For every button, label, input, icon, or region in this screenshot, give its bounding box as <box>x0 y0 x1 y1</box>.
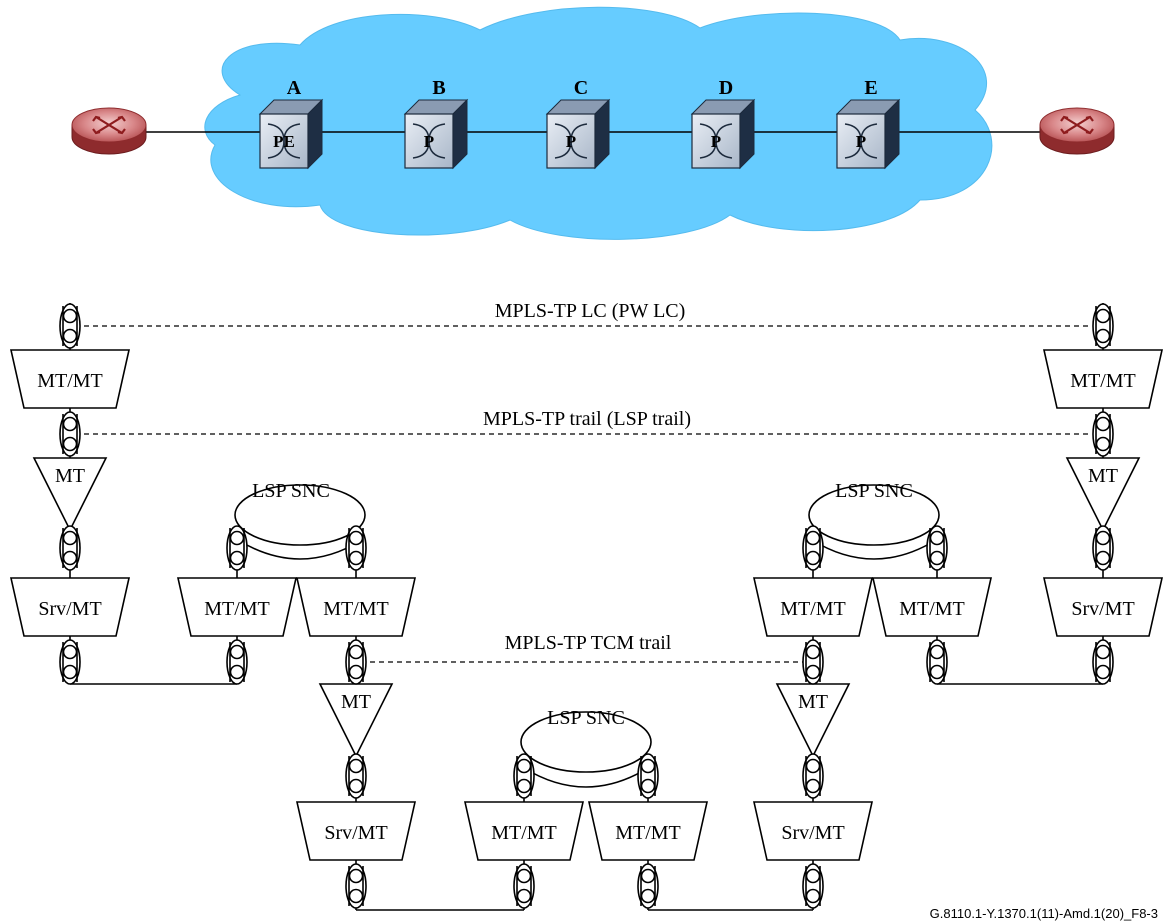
connection-point <box>637 863 659 909</box>
connection-point <box>802 639 824 685</box>
node-letter: C <box>574 77 588 99</box>
node-type: P <box>424 132 434 151</box>
connection-point <box>513 863 535 909</box>
node-letter: B <box>432 77 445 99</box>
lsp-snc-loop <box>808 484 940 546</box>
mt-mt-function: MT/MT <box>10 349 130 409</box>
function-label: MT/MT <box>37 370 103 392</box>
node-type: P <box>856 132 866 151</box>
lsp-snc-label: LSP SNC <box>252 480 330 502</box>
switch-icon <box>699 123 733 159</box>
node-cube-b: B P <box>403 77 469 170</box>
lsp-snc-loop <box>237 539 363 560</box>
mt-termination: MT <box>318 683 394 758</box>
connection-point <box>637 753 659 799</box>
router-arrows-icon <box>92 115 126 135</box>
figure-reference: G.8110.1-Y.1370.1(11)-Amd.1(20)_F8-3 <box>930 906 1158 921</box>
node-cube-d: D P <box>690 77 756 170</box>
function-label: MT/MT <box>323 598 389 620</box>
connection-point <box>1092 411 1114 457</box>
function-label: MT/MT <box>1070 370 1136 392</box>
connection-points <box>59 303 1114 909</box>
connection-point <box>226 525 248 571</box>
function-label: MT <box>1088 465 1118 487</box>
node-cube-a: A PE <box>258 77 324 170</box>
connection-point <box>345 863 367 909</box>
router-left <box>71 107 147 155</box>
connection-point <box>1092 525 1114 571</box>
connection-point <box>59 525 81 571</box>
mt-mt-function: MT/MT <box>872 577 992 637</box>
connection-point <box>513 753 535 799</box>
function-label: Srv/MT <box>324 822 387 844</box>
connection-point <box>59 411 81 457</box>
mt-mt-function: MT/MT <box>296 577 416 637</box>
lsp-trail-label: MPLS-TP trail (LSP trail) <box>483 408 691 430</box>
connection-point <box>802 525 824 571</box>
node-letter: D <box>719 77 733 99</box>
function-label: MT <box>798 691 828 713</box>
function-label: MT <box>55 465 85 487</box>
connection-point <box>926 639 948 685</box>
switch-icon <box>844 123 878 159</box>
function-label: Srv/MT <box>38 598 101 620</box>
srv-mt-function: Srv/MT <box>10 577 130 637</box>
node-letter: A <box>287 77 302 99</box>
network-section: A PE B P C P <box>71 6 1115 240</box>
mt-mt-function: MT/MT <box>588 801 708 861</box>
connection-point <box>345 525 367 571</box>
mt-termination: MT <box>775 683 851 758</box>
connection-point <box>1092 639 1114 685</box>
function-label: Srv/MT <box>1071 598 1134 620</box>
switch-icon <box>412 123 446 159</box>
node-letter: E <box>864 77 877 99</box>
mt-termination: MT <box>32 457 108 532</box>
function-label: MT <box>341 691 371 713</box>
connection-point <box>345 639 367 685</box>
lsp-snc-loop <box>234 484 366 546</box>
function-label: MT/MT <box>780 598 846 620</box>
lsp-snc-loop <box>520 711 652 773</box>
node-type: P <box>566 132 576 151</box>
router-arrows-icon <box>1060 115 1094 135</box>
layer-diagram: MPLS-TP LC (PW LC) MPLS-TP trail (LSP tr… <box>10 300 1163 911</box>
srv-mt-function: Srv/MT <box>1043 577 1163 637</box>
mt-mt-function: MT/MT <box>464 801 584 861</box>
lsp-snc-label: LSP SNC <box>547 707 625 729</box>
tcm-trail-label: MPLS-TP TCM trail <box>505 632 672 654</box>
function-label: MT/MT <box>899 598 965 620</box>
lsp-snc-loop <box>811 539 937 560</box>
connection-point <box>345 753 367 799</box>
lsp-snc-loop <box>523 767 649 788</box>
node-type: P <box>711 132 721 151</box>
node-type: PE <box>273 132 295 151</box>
router-right <box>1039 107 1115 155</box>
lsp-snc-label: LSP SNC <box>835 480 913 502</box>
switch-icon <box>554 123 588 159</box>
mt-termination: MT <box>1065 457 1141 532</box>
connection-point <box>802 863 824 909</box>
connection-point <box>1092 303 1114 349</box>
srv-mt-function: Srv/MT <box>753 801 873 861</box>
function-label: MT/MT <box>491 822 557 844</box>
node-cube-c: C P <box>545 77 611 170</box>
function-label: MT/MT <box>204 598 270 620</box>
connection-point <box>226 639 248 685</box>
node-cube-e: E P <box>835 77 901 170</box>
connection-point <box>59 639 81 685</box>
pw-lc-label: MPLS-TP LC (PW LC) <box>495 300 686 322</box>
function-label: MT/MT <box>615 822 681 844</box>
connection-point <box>59 303 81 349</box>
switch-icon <box>267 123 301 159</box>
srv-mt-function: Srv/MT <box>296 801 416 861</box>
mt-mt-function: MT/MT <box>753 577 873 637</box>
mt-mt-function: MT/MT <box>177 577 297 637</box>
connection-point <box>802 753 824 799</box>
mt-mt-function: MT/MT <box>1043 349 1163 409</box>
function-label: Srv/MT <box>781 822 844 844</box>
connection-point <box>926 525 948 571</box>
